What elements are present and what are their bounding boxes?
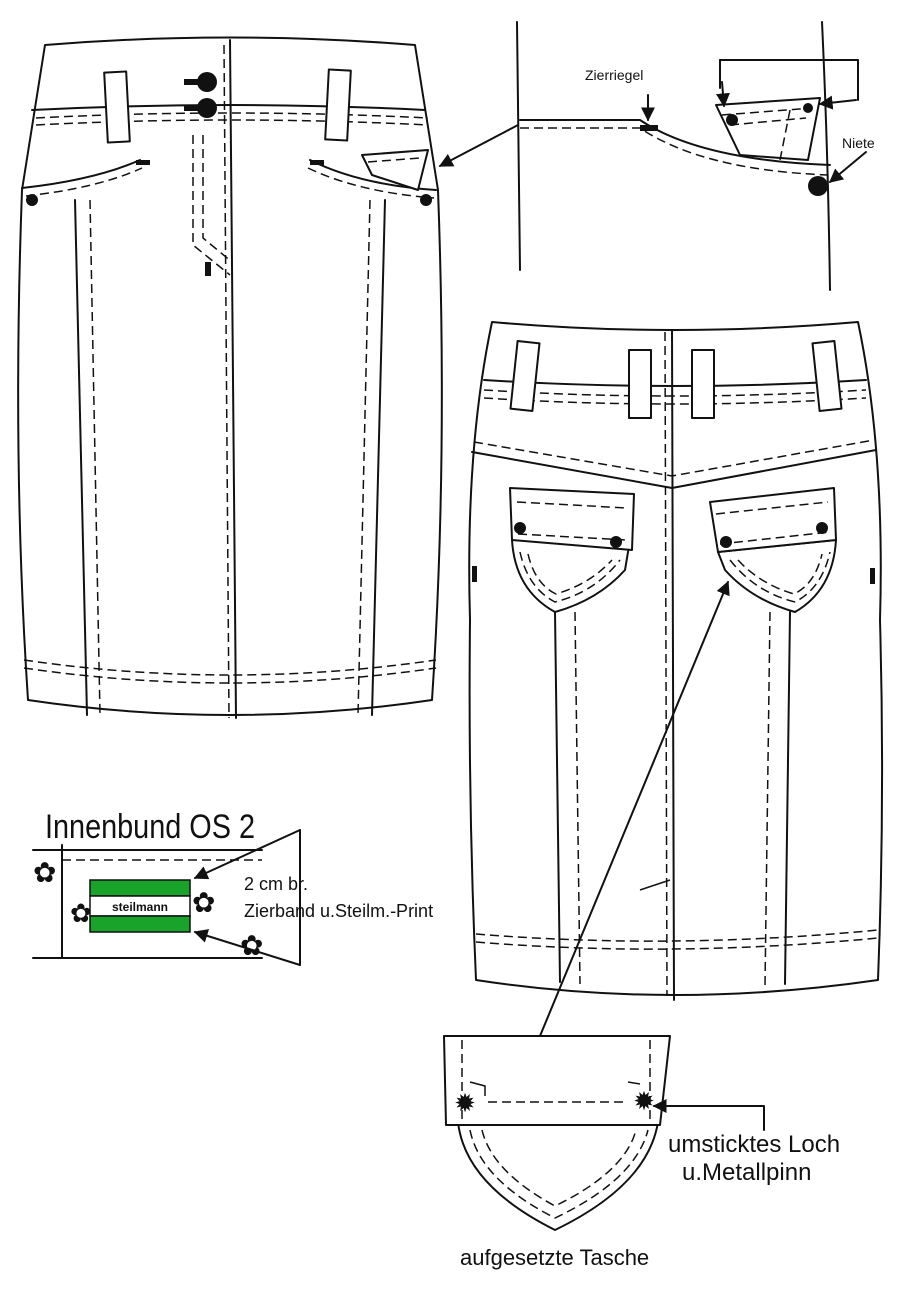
label-niete: Niete <box>842 135 875 151</box>
detail-patch-pocket-flap <box>443 1035 671 1126</box>
metal-pin-icon <box>610 536 622 548</box>
skirt-back-view <box>468 321 884 1001</box>
front-skirt-outline <box>17 36 443 716</box>
back-skirt-outline <box>468 321 884 996</box>
belt-loop <box>103 70 131 144</box>
skirt-front-view <box>17 36 443 719</box>
front-coin-pocket <box>361 149 429 191</box>
front-hem-stitching <box>23 659 437 676</box>
innenbund-flower-icon: ✿ <box>33 857 56 888</box>
label-metal-pin: u.Metallpinn <box>682 1159 811 1186</box>
innenbund-flower-icon: ✿ <box>192 887 215 918</box>
zierband-green-bottom <box>89 915 191 933</box>
detail-patch-pocket-bag <box>457 1121 659 1231</box>
innenbund-flower-icon: ✿ <box>240 930 263 961</box>
metal-pin-icon <box>816 522 828 534</box>
label-aufgesetzte-tasche: aufgesetzte Tasche <box>460 1245 649 1270</box>
back-pocket-flap-left <box>509 487 635 551</box>
embroidered-hole-icon: ✹ <box>633 1086 655 1116</box>
patch-pocket-detail: ✹ ✹ <box>443 1035 671 1231</box>
label-embroidered-hole: umsticktes Loch <box>668 1131 840 1158</box>
label-band-width: 2 cm br. <box>244 874 308 894</box>
zierriegel-bartack-icon <box>640 125 658 131</box>
arrow-front-to-detail <box>438 124 519 167</box>
rivet-icon <box>26 194 38 206</box>
label-innenbund-title: Innenbund OS 2 <box>45 808 255 846</box>
front-pocket-opening-right <box>309 159 437 191</box>
pocket-detail-view <box>516 21 859 291</box>
front-waistband-seam <box>31 104 426 111</box>
zierband-green-top <box>89 879 191 897</box>
belt-loop <box>324 68 352 142</box>
metal-pin-icon <box>514 522 526 534</box>
arrow-to-niete <box>828 151 867 183</box>
niete-rivet-icon <box>808 176 828 196</box>
back-center-seam <box>671 329 675 1001</box>
button-icon <box>197 98 217 118</box>
innenbund-detail: ✿ ✿ ✿ ✿ steilmann <box>32 829 301 966</box>
detail-bracket <box>719 59 859 101</box>
zierband-print-text: steilmann <box>112 900 168 914</box>
embroidered-hole-icon: ✹ <box>454 1088 476 1118</box>
label-zierriegel: Zierriegel <box>585 67 643 83</box>
arrow-to-coin-pocket <box>715 81 730 108</box>
front-fly-stitching <box>192 135 231 276</box>
arrow-to-embroidered-hole <box>652 1099 765 1131</box>
metal-pin-icon <box>720 536 732 548</box>
front-pocket-opening-left <box>21 159 141 189</box>
arrow-to-band-bottom <box>193 929 301 966</box>
label-band-description: Zierband u.Steilm.-Print <box>244 901 433 921</box>
button-icon <box>197 72 217 92</box>
arrow-to-band-top <box>193 829 301 880</box>
bartack-icon <box>136 160 150 165</box>
arrow-to-coin-rivet <box>818 95 857 110</box>
front-center-seam <box>229 39 237 719</box>
rivet-icon <box>803 103 813 113</box>
rivet-icon <box>420 194 432 206</box>
innenbund-flower-icon: ✿ <box>70 898 92 928</box>
rivet-icon <box>726 114 738 126</box>
arrow-pocket-detail-to-back <box>539 580 730 1037</box>
bartack-icon <box>310 160 324 165</box>
